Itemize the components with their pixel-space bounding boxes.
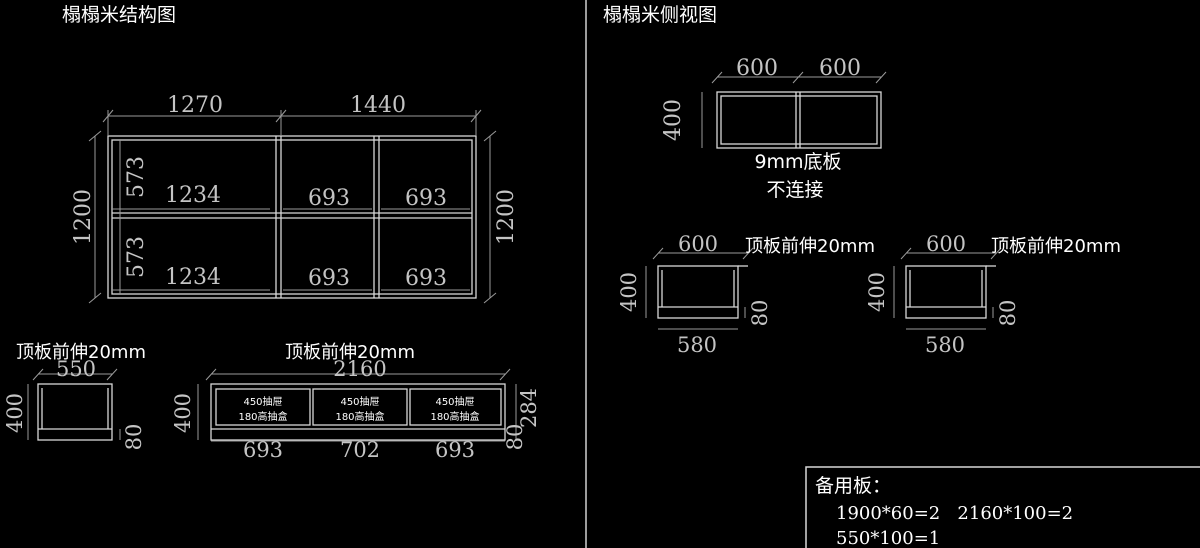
right-panel-title: 榻榻米侧视图 <box>603 4 717 26</box>
dim-row1-cell1: 1234 <box>165 183 221 208</box>
top-view-width-1: 600 <box>736 56 778 81</box>
plan-dimension-lines <box>88 109 497 304</box>
long-view-width: 2160 <box>333 357 386 381</box>
long-view-height: 400 <box>171 393 195 433</box>
spare-boards-title: 备用板： <box>815 475 891 497</box>
drawer-labels: 450抽屉 180高抽盒 450抽屉 180高抽盒 450抽屉 180高抽盒 <box>238 395 479 423</box>
side-view-1-height: 400 <box>617 272 641 312</box>
dim-row2-cell3: 693 <box>405 266 447 291</box>
small-view-width: 550 <box>56 357 96 381</box>
side-view-1-note: 顶板前伸20mm <box>745 236 875 257</box>
long-view-base: 80 <box>503 424 527 451</box>
side-view-2-top: 600 <box>926 232 966 256</box>
side-view-1: 600 400 80 580 顶板前伸20mm <box>617 232 875 357</box>
dim-row1-573: 573 <box>124 156 149 198</box>
small-view-base: 80 <box>122 424 146 451</box>
side-top-view <box>716 91 882 149</box>
side-view-2-base: 80 <box>996 300 1020 327</box>
plan-inner-frame <box>111 139 473 295</box>
long-view-bottom-2: 702 <box>340 438 380 462</box>
small-view-dimension-texts: 550 400 80 <box>3 357 146 450</box>
side-view-1-top: 600 <box>678 232 718 256</box>
side-view-2: 600 400 80 580 顶板前伸20mm <box>865 232 1121 357</box>
spare-boards-line1: 1900*60=2 2160*100=2 <box>836 503 1073 524</box>
top-view-height: 400 <box>661 99 686 141</box>
plan-dimension-texts: 1270 1440 1200 1200 573 573 1234 693 693… <box>71 93 519 291</box>
drawer-2 <box>312 388 408 426</box>
side-view-1-base: 80 <box>748 300 772 327</box>
dim-row2-573: 573 <box>124 236 149 278</box>
structure-plan <box>107 135 477 299</box>
long-view-dimension-lines <box>197 368 517 442</box>
drawer-3-line1: 450抽屉 <box>435 395 474 408</box>
dim-right-1200: 1200 <box>494 189 519 245</box>
small-front-view <box>37 383 113 441</box>
dim-top-1270: 1270 <box>167 93 223 118</box>
side-view-2-height: 400 <box>865 272 889 312</box>
dim-row1-cell3: 693 <box>405 186 447 211</box>
small-view-note: 顶板前伸20mm <box>16 342 146 363</box>
long-view-bottom-3: 693 <box>435 438 475 462</box>
dim-row2-cell2: 693 <box>308 266 350 291</box>
drawer-3-line2: 180高抽盒 <box>430 410 479 423</box>
top-view-width-2: 600 <box>819 56 861 81</box>
dim-top-1440: 1440 <box>350 93 406 118</box>
top-view-note-line1: 9mm底板 <box>754 151 841 173</box>
drawer-3 <box>409 388 502 426</box>
long-view-note: 顶板前伸20mm <box>285 342 415 363</box>
spare-boards-box: 备用板： 1900*60=2 2160*100=2 550*100=1 <box>805 466 1200 548</box>
top-view-dimension-lines <box>701 71 887 148</box>
plan-outer-frame <box>107 135 477 299</box>
drawer-2-line2: 180高抽盒 <box>335 410 384 423</box>
dim-left-1200: 1200 <box>71 189 96 245</box>
top-view-note-line2: 不连接 <box>766 179 823 201</box>
drawer-1-line2: 180高抽盒 <box>238 410 287 423</box>
top-view-dimension-texts: 600 600 400 <box>661 56 861 141</box>
drawer-1 <box>215 388 311 426</box>
spare-boards-line2: 550*100=1 <box>836 528 940 548</box>
side-view-1-bottom: 580 <box>677 333 717 357</box>
long-drawer-view <box>210 383 506 441</box>
small-view-dimension-lines <box>27 368 121 440</box>
long-view-total-height: 284 <box>517 388 541 428</box>
dim-row2-cell1: 1234 <box>165 265 221 290</box>
drawer-2-line1: 450抽屉 <box>340 395 379 408</box>
left-panel-title: 榻榻米结构图 <box>62 4 176 26</box>
drawer-1-line1: 450抽屉 <box>243 395 282 408</box>
side-view-2-bottom: 580 <box>925 333 965 357</box>
long-view-dimension-texts: 2160 400 284 80 693 702 693 <box>171 357 541 462</box>
long-view-bottom-1: 693 <box>243 438 283 462</box>
dim-row1-cell2: 693 <box>308 186 350 211</box>
small-view-height: 400 <box>3 393 27 433</box>
side-view-2-note: 顶板前伸20mm <box>991 236 1121 257</box>
